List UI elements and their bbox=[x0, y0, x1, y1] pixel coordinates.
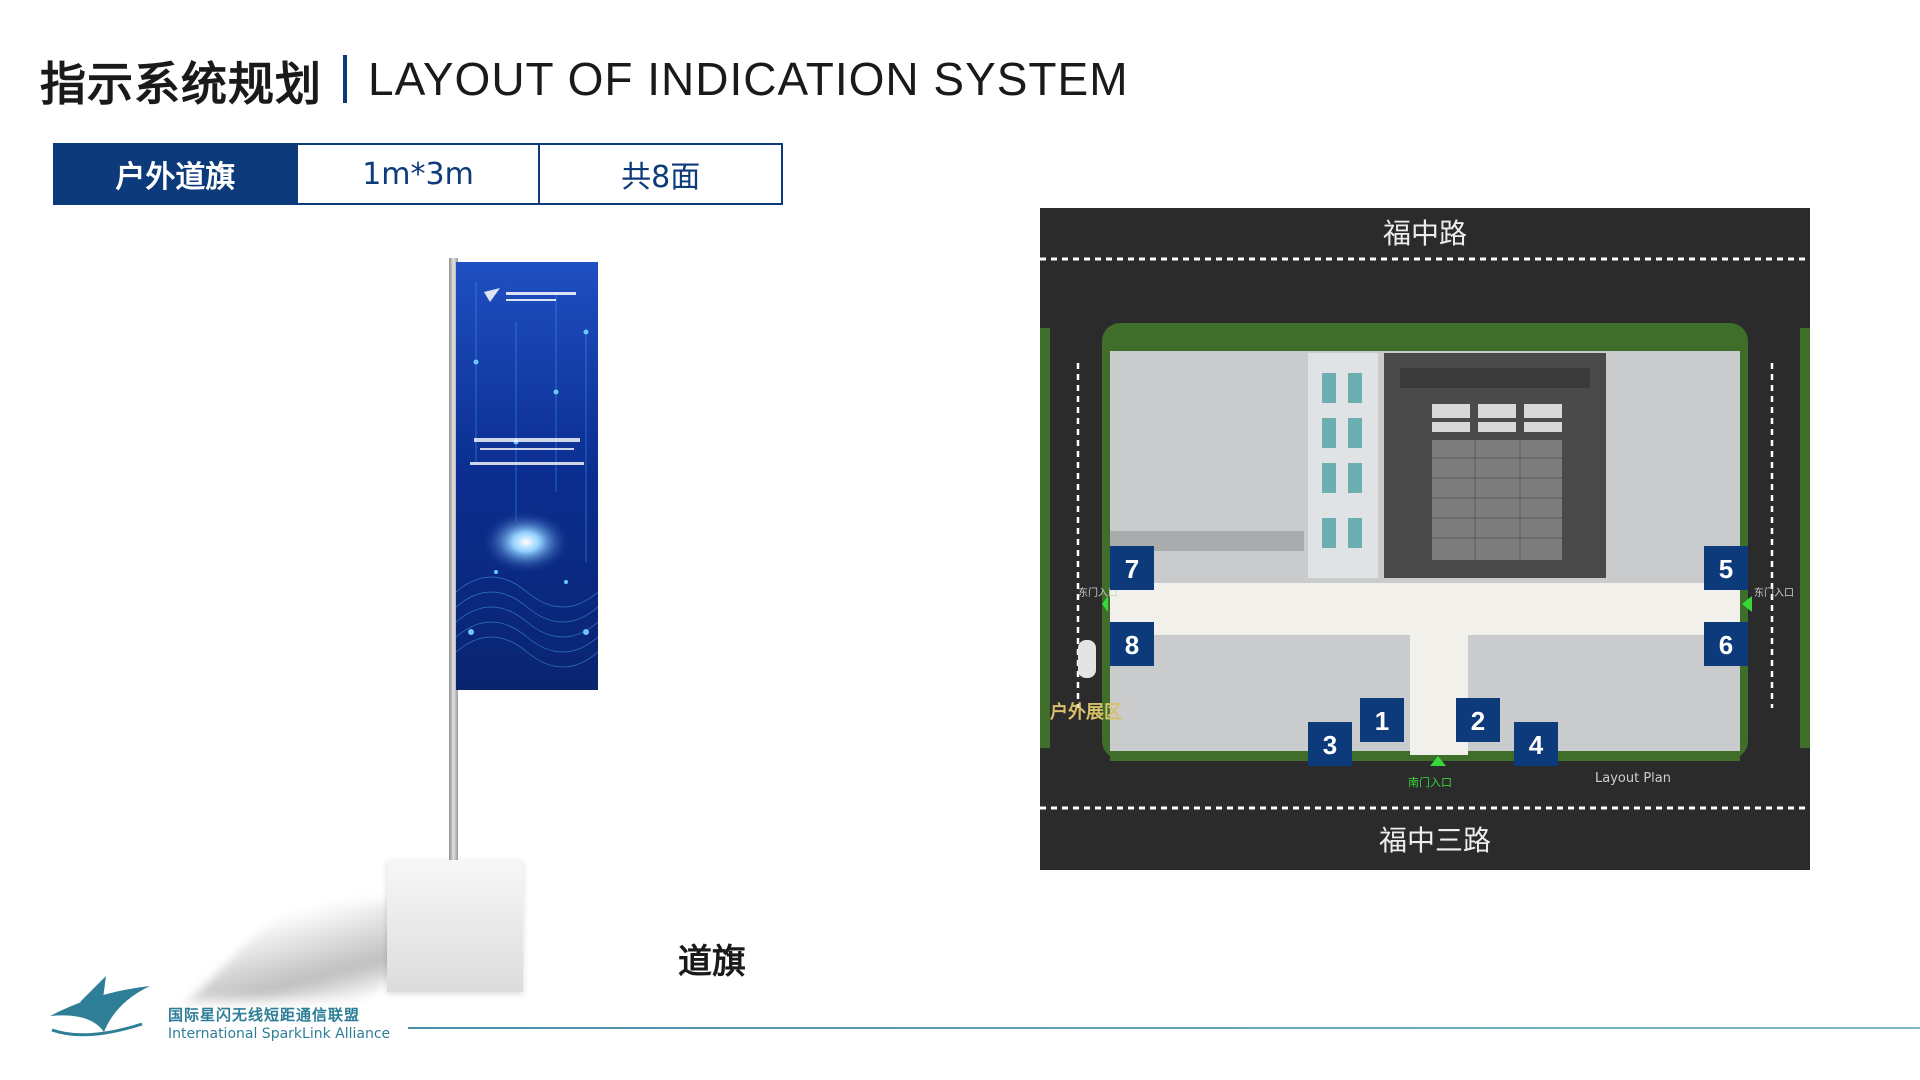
west-entrance-label: 东门入口 bbox=[1078, 586, 1118, 599]
svg-text:3: 3 bbox=[1323, 730, 1337, 760]
site-layout-map: 户外展区 南门入口 东门入口 东门入口 福中路 福中三路 Layout Plan… bbox=[1040, 208, 1810, 870]
exhibit-hall bbox=[1308, 353, 1378, 578]
outdoor-area-label: 户外展区 bbox=[1050, 701, 1122, 723]
flag-banner-image bbox=[456, 262, 598, 690]
road-top-label: 福中路 bbox=[1383, 217, 1467, 250]
flag-caption: 道旗 bbox=[678, 942, 746, 982]
org-name-cn: 国际星闪无线短距通信联盟 bbox=[168, 1006, 361, 1024]
east-entrance-label: 东门入口 bbox=[1754, 586, 1794, 599]
flag-base bbox=[387, 860, 523, 992]
title-divider bbox=[343, 55, 347, 103]
right-hedge bbox=[1800, 328, 1810, 748]
isla-logo-icon bbox=[50, 976, 150, 1037]
west-entrance-arrow bbox=[1102, 596, 1108, 612]
walkway-main bbox=[1110, 583, 1740, 635]
road-bottom-label: 福中三路 bbox=[1379, 824, 1491, 857]
svg-text:7: 7 bbox=[1125, 554, 1139, 584]
svg-text:6: 6 bbox=[1719, 630, 1733, 660]
sign-marker-7: 7 bbox=[1110, 546, 1154, 590]
legend-layout-plan: Layout Plan bbox=[1595, 771, 1671, 786]
left-hedge bbox=[1040, 328, 1050, 748]
spec-count: 共8面 bbox=[538, 145, 781, 203]
building-strip bbox=[1110, 531, 1304, 551]
car-icon bbox=[1078, 640, 1096, 678]
svg-text:2: 2 bbox=[1471, 706, 1485, 736]
svg-text:4: 4 bbox=[1529, 730, 1544, 760]
page-title-en: LAYOUT OF INDICATION SYSTEM bbox=[368, 53, 1129, 105]
sign-marker-8: 8 bbox=[1110, 622, 1154, 666]
footer-divider bbox=[408, 1027, 1920, 1029]
sign-marker-1: 1 bbox=[1360, 698, 1404, 742]
south-entrance-label: 南门入口 bbox=[1408, 775, 1452, 789]
svg-text:5: 5 bbox=[1719, 554, 1733, 584]
south-entrance-arrow bbox=[1430, 756, 1446, 766]
east-entrance-arrow bbox=[1742, 596, 1752, 612]
svg-text:1: 1 bbox=[1375, 706, 1389, 736]
spec-item: 户外道旗 bbox=[55, 145, 296, 203]
sign-marker-4: 4 bbox=[1514, 722, 1558, 766]
page-title-cn: 指示系统规划 bbox=[40, 57, 322, 111]
flag-pole bbox=[449, 258, 458, 870]
org-name-en: International SparkLink Alliance bbox=[168, 1026, 391, 1042]
spec-table: 户外道旗 1m*3m 共8面 bbox=[53, 143, 783, 205]
spec-size: 1m*3m bbox=[295, 145, 539, 203]
svg-text:8: 8 bbox=[1125, 630, 1139, 660]
sign-marker-6: 6 bbox=[1704, 622, 1748, 666]
sign-marker-5: 5 bbox=[1704, 546, 1748, 590]
sign-marker-2: 2 bbox=[1456, 698, 1500, 742]
sign-marker-3: 3 bbox=[1308, 722, 1352, 766]
